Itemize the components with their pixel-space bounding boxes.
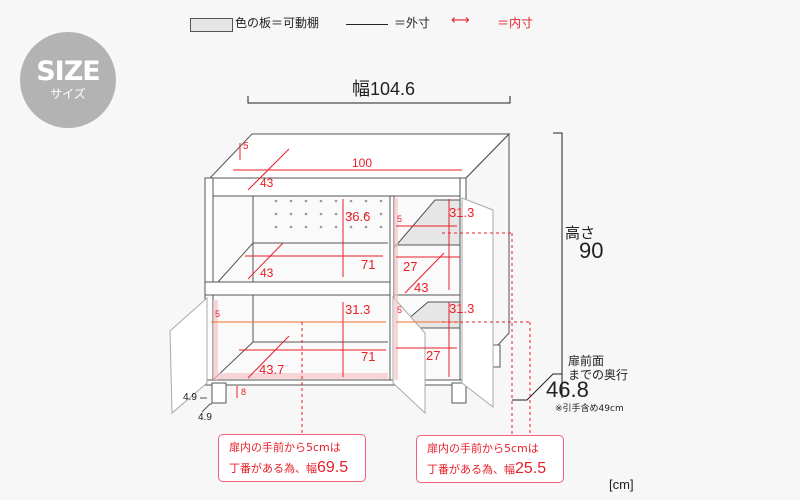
outer-width-label: 幅104.6	[352, 79, 416, 99]
pegboard-hole	[319, 212, 323, 216]
upper-right-height: 31.3	[449, 205, 475, 220]
leg-height: 8	[241, 387, 247, 397]
pegboard-hole	[274, 199, 278, 203]
callout-lower-left: 扉内の手前から5cmは 丁番がある為、幅69.5	[218, 434, 366, 482]
pegboard-hole	[304, 199, 308, 203]
pegboard-hole	[334, 225, 338, 229]
outer-height-caption: 高さ	[565, 224, 596, 242]
lower-height: 31.3	[345, 302, 371, 317]
pegboard-hole	[349, 199, 353, 203]
pegboard-hole	[379, 212, 383, 216]
callout-value: 25.5	[515, 460, 547, 477]
size-badge: SIZE サイズ	[20, 32, 116, 128]
outer-depth-value: 46.8	[546, 377, 589, 402]
callout-line2: 丁番がある為、幅25.5	[427, 459, 563, 480]
lower-right-width: 27	[426, 348, 441, 363]
pegboard-hole	[349, 225, 353, 229]
legend-shelf-label: 色の板＝可動棚	[235, 16, 320, 30]
badge-title: SIZE	[36, 56, 101, 87]
badge-subtitle: サイズ	[50, 87, 86, 101]
leg-width: 4.9	[183, 392, 197, 403]
lower-gap: 5	[215, 309, 221, 319]
callout-text: 丁番がある為、幅	[229, 462, 317, 475]
pegboard-hole	[379, 225, 383, 229]
pegboard-hole	[364, 199, 368, 203]
leg-depth: 4.9	[198, 412, 212, 423]
lower-right-height: 31.3	[449, 301, 475, 316]
pegboard-hole	[334, 199, 338, 203]
pegboard-hole	[304, 225, 308, 229]
outer-height-value: 90	[579, 238, 604, 263]
upper-right-gap: 5	[397, 214, 403, 224]
callout-value: 69.5	[317, 459, 349, 476]
pegboard-hole	[319, 199, 323, 203]
upper-width: 71	[361, 257, 376, 272]
callout-line2: 丁番がある為、幅69.5	[229, 458, 365, 479]
outer-depth-caption1: 扉前面	[568, 354, 605, 368]
pegboard-hole	[349, 212, 353, 216]
callout-lower-right: 扉内の手前から5cmは 丁番がある為、幅25.5	[416, 435, 564, 483]
pegboard-hole	[364, 225, 368, 229]
pegboard-hole	[364, 212, 368, 216]
legend-outer-label: ＝外寸	[394, 16, 431, 30]
pegboard-hole	[289, 212, 293, 216]
upper-right-depth: 43	[414, 280, 429, 295]
pegboard-hole	[289, 199, 293, 203]
upper-depth: 43	[260, 266, 274, 280]
callout-line1: 扉内の手前から5cmは	[229, 441, 341, 454]
upper-height: 36.6	[345, 209, 371, 224]
pegboard-hole	[274, 225, 278, 229]
legend-inner-arrow-icon: ⟷	[451, 13, 470, 28]
callout-line1: 扉内の手前から5cmは	[427, 442, 539, 455]
legend-inner-label: ＝内寸	[497, 16, 534, 30]
lower-depth: 43.7	[259, 362, 285, 377]
callout-text: 丁番がある為、幅	[427, 463, 515, 476]
legend-shelf-swatch	[190, 18, 233, 32]
pegboard-hole	[379, 199, 383, 203]
unit-label: [cm]	[609, 477, 634, 492]
lower-right-gap: 5	[397, 305, 403, 315]
upper-right-width: 27	[403, 259, 418, 274]
pegboard-hole	[274, 212, 278, 216]
pegboard-hole	[304, 212, 308, 216]
lower-width: 71	[361, 349, 376, 364]
pegboard-hole	[334, 212, 338, 216]
outer-depth-note: ※引手含め49cm	[555, 404, 624, 414]
pegboard-hole	[319, 225, 323, 229]
top-depth: 43	[260, 176, 274, 190]
top-width: 100	[352, 156, 373, 170]
legend-outer-line	[346, 24, 388, 25]
outer-depth-caption2: までの奥行	[568, 368, 629, 382]
top-height: 5	[243, 141, 249, 152]
pegboard-hole	[289, 225, 293, 229]
